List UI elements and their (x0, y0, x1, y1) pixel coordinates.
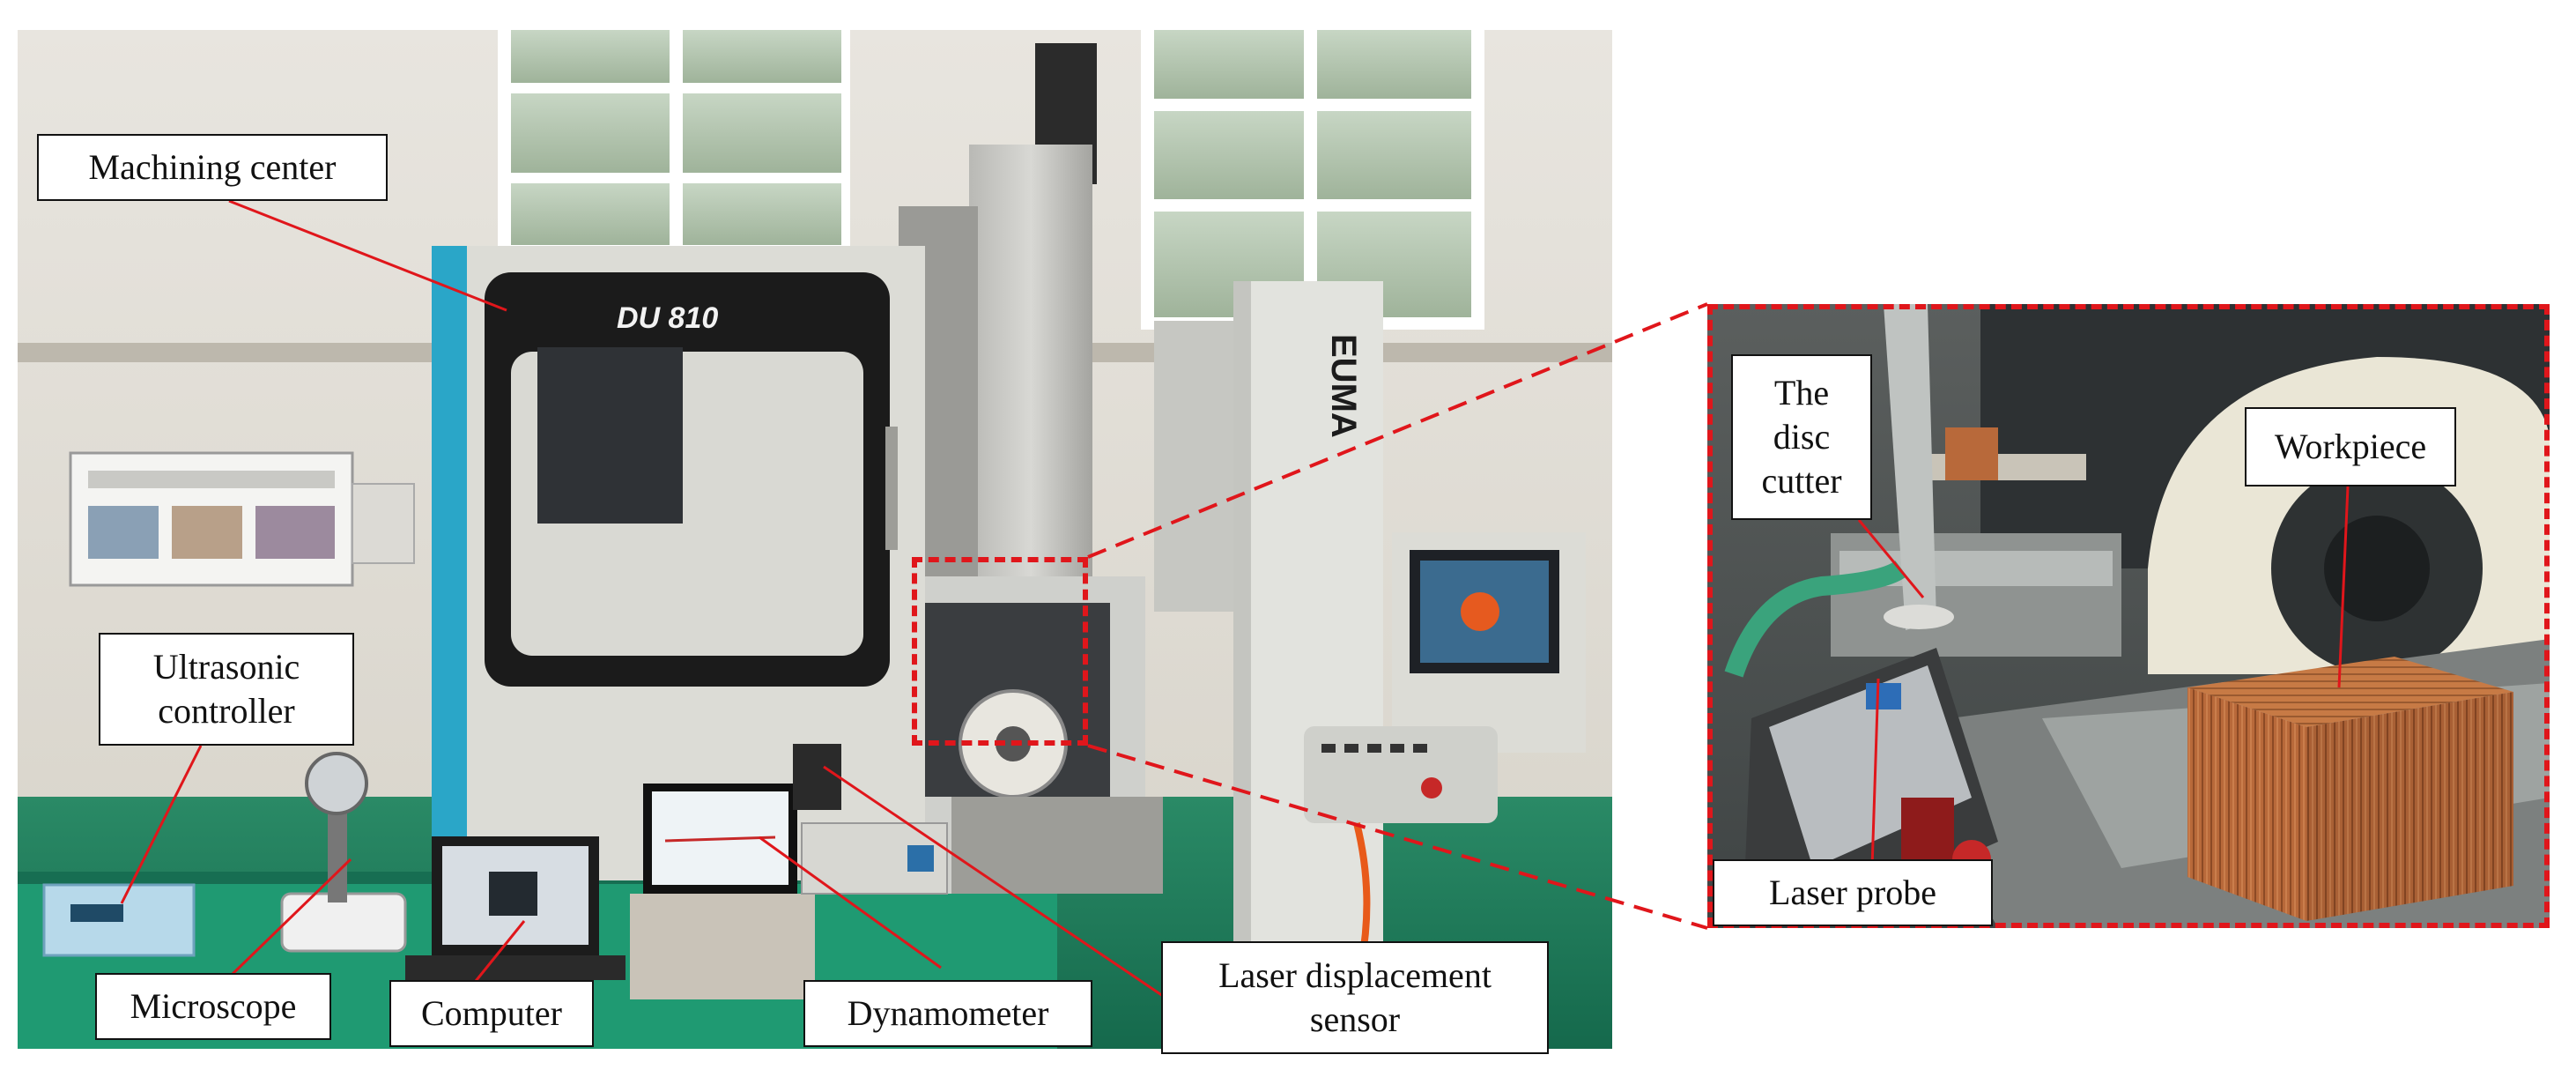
label-laser-probe: Laser probe (1713, 859, 1993, 926)
label-computer: Computer (389, 980, 594, 1047)
laser-probe-device (1743, 648, 1998, 928)
machine-model-text: DU 810 (617, 301, 718, 335)
label-dynamometer: Dynamometer (803, 980, 1092, 1047)
dynamometer-laptop (630, 784, 815, 999)
label-machining-center: Machining center (37, 134, 388, 201)
wall-poster (69, 451, 354, 587)
workpiece-block (2187, 657, 2513, 921)
label-workpiece: Workpiece (2245, 407, 2456, 487)
euma-tower: EUMA (1154, 281, 1383, 951)
label-disc-cutter: The disc cutter (1731, 354, 1872, 520)
window-right (1141, 30, 1484, 330)
inset-frame (1707, 304, 2550, 928)
machine-brand-text: EUMA (1324, 334, 1363, 438)
label-ultrasonic-controller: Ultrasonic controller (99, 633, 354, 746)
lab-photo: DU 810 EUMA (18, 30, 1612, 1049)
control-panel (1304, 532, 1586, 965)
microscope-device (280, 752, 407, 953)
zoom-region-frame (912, 557, 1088, 746)
label-microscope: Microscope (95, 973, 331, 1040)
lab-photo-illustration: DU 810 EUMA (18, 30, 1612, 1049)
label-laser-displacement-sensor: Laser displacement sensor (1161, 941, 1549, 1054)
computer-laptop (405, 836, 625, 980)
window-left (498, 30, 850, 250)
laser-displacement-sensor-device (793, 744, 841, 810)
machining-center-cabinet: DU 810 (432, 246, 925, 880)
